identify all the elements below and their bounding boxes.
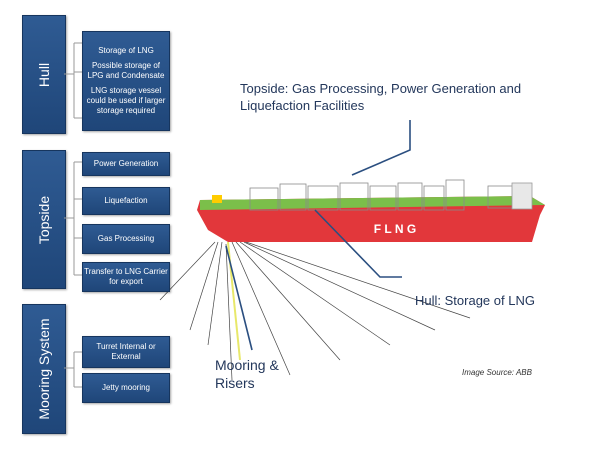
topside-connector (64, 161, 82, 276)
topside-item-label: Gas Processing (97, 234, 155, 243)
topside-callout: Topside: Gas Processing, Power Generatio… (240, 81, 522, 113)
category-mooring: Mooring System (22, 304, 66, 434)
mooring-item-jetty: Jetty mooring (82, 373, 170, 403)
mooring-connector (64, 351, 82, 388)
hull-pointer (314, 209, 402, 278)
hull-item-3: LNG storage vessel could be used if larg… (86, 86, 166, 115)
topside-item-power-generation: Power Generation (82, 152, 170, 176)
topside-item-transfer: Transfer to LNG Carrier for export (82, 262, 170, 292)
topside-item-label: Liquefaction (104, 196, 148, 205)
topside-item-liquefaction: Liquefaction (82, 187, 170, 215)
hull-connector (64, 42, 82, 119)
topside-item-label: Transfer to LNG Carrier for export (84, 267, 168, 286)
category-hull: Hull (22, 15, 66, 134)
mooring-callout: Mooring & Risers (215, 357, 279, 391)
mooring-item-label: Jetty mooring (101, 383, 151, 392)
topside-item-label: Power Generation (93, 159, 159, 168)
accommodation-block (511, 182, 533, 210)
image-source: Image Source: ABB (462, 368, 532, 377)
flare-tower (212, 195, 222, 203)
hull-item-1: Storage of LNG (98, 46, 154, 55)
topside-item-gas-processing: Gas Processing (82, 224, 170, 254)
topside-pointer (351, 120, 411, 176)
hull-item-2: Possible storage of LPG and Condensate (87, 61, 165, 80)
hull-callout: Hull: Storage of LNG (415, 293, 535, 308)
topside-modules (249, 179, 515, 211)
mooring-item-label: Turret Internal or External (96, 342, 156, 361)
hull-lettering: F L N G (374, 222, 416, 236)
category-topside: Topside (22, 150, 66, 289)
mooring-item-turret: Turret Internal or External (82, 336, 170, 368)
ship-deck (200, 196, 545, 210)
mooring-pointer (225, 245, 253, 351)
hull-items-box: Storage of LNG Possible storage of LPG a… (82, 31, 170, 131)
flng-ship-illustration: F L N G (197, 179, 545, 242)
mooring-lines (159, 241, 471, 381)
